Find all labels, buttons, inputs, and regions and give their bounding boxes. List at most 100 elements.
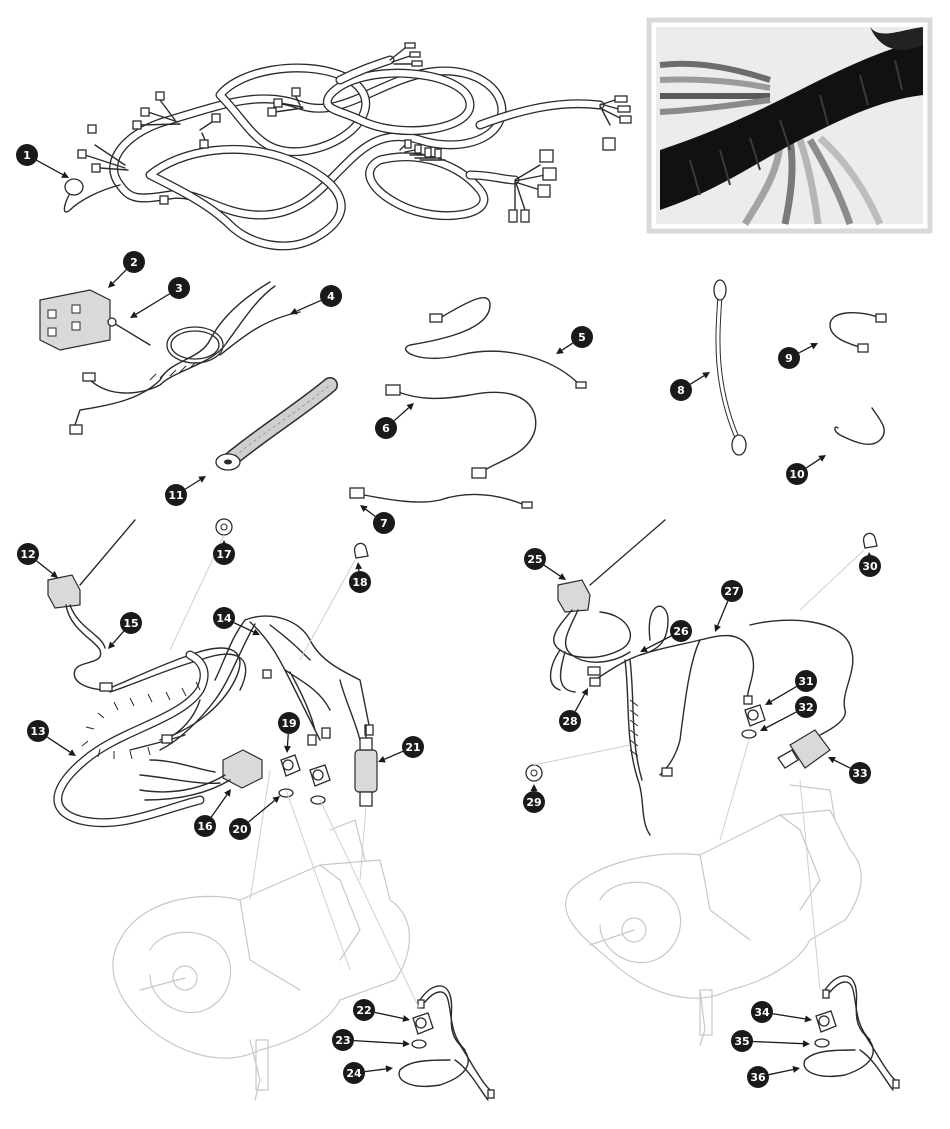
callout-23: 23 — [332, 1029, 410, 1051]
callout-circle — [194, 815, 216, 837]
callout-arrowhead — [130, 311, 138, 318]
callout-circle — [859, 555, 881, 577]
callout-number: 10 — [789, 468, 805, 481]
callout-leader — [717, 600, 729, 626]
callout-leader — [384, 750, 404, 760]
callout-number: 25 — [527, 553, 542, 566]
callout-arrowhead — [818, 455, 826, 462]
callout-number: 31 — [798, 675, 813, 688]
callout-arrowhead — [272, 796, 280, 804]
battery-cable — [713, 279, 747, 456]
callout-number: 7 — [380, 517, 388, 530]
callout-circle — [332, 1029, 354, 1051]
clip-30 — [862, 532, 878, 549]
sub-harness-4 — [69, 281, 301, 435]
lead-6 — [385, 384, 537, 479]
callout-number: 11 — [168, 489, 183, 502]
callout-35: 35 — [731, 1030, 810, 1052]
callout-31: 31 — [765, 670, 817, 705]
callout-arrowhead — [581, 688, 588, 696]
lead-10 — [834, 407, 885, 445]
callout-3: 3 — [130, 277, 190, 318]
callout-circle — [402, 736, 424, 758]
callout-36: 36 — [747, 1066, 800, 1088]
callout-9: 9 — [778, 343, 818, 369]
callout-number: 5 — [578, 331, 586, 344]
callout-leader — [574, 693, 586, 712]
callout-circle — [168, 277, 190, 299]
callout-number: 4 — [327, 290, 335, 303]
callout-number: 3 — [175, 282, 183, 295]
sub-harness-right — [549, 519, 854, 836]
callout-circle — [721, 580, 743, 602]
callout-arrowhead — [714, 624, 721, 632]
callout-number: 9 — [785, 352, 793, 365]
callout-32: 32 — [760, 696, 817, 731]
clip-18 — [353, 542, 369, 559]
callout-circle — [375, 417, 397, 439]
callout-2: 2 — [108, 251, 145, 288]
lead-7 — [349, 487, 533, 509]
callout-leader — [645, 635, 672, 650]
earth-strap — [215, 377, 338, 471]
callout-arrowhead — [355, 562, 363, 570]
callout-34: 34 — [751, 1001, 812, 1023]
callout-leader — [46, 736, 71, 753]
callout-leader — [210, 794, 228, 818]
callout-leader — [805, 458, 821, 469]
callout-circle — [786, 463, 808, 485]
callout-leader — [286, 733, 289, 747]
callout-arrowhead — [61, 171, 69, 178]
callout-arrowhead — [108, 641, 116, 649]
callout-circle — [353, 999, 375, 1021]
callout-33: 33 — [828, 757, 871, 784]
relay-bracket — [39, 289, 111, 351]
callout-19: 19 — [278, 712, 300, 753]
callout-4: 4 — [290, 285, 342, 315]
callout-leader — [365, 508, 376, 517]
washers-20 — [278, 788, 326, 805]
callout-circle — [795, 670, 817, 692]
callout-17: 17 — [213, 540, 235, 565]
callout-leader — [364, 1068, 387, 1073]
callout-leader — [690, 375, 705, 385]
gearbox-left — [112, 819, 411, 1101]
tape-detail-inset — [646, 17, 933, 234]
callout-number: 34 — [754, 1006, 770, 1019]
callout-number: 36 — [750, 1071, 766, 1084]
grommet-29 — [525, 764, 543, 782]
gearbox-right — [564, 784, 862, 1046]
callout-number: 14 — [216, 612, 232, 625]
callout-arrowhead — [556, 347, 564, 354]
callout-number: 6 — [382, 422, 390, 435]
callout-leader — [233, 622, 254, 633]
solenoid-21 — [354, 724, 378, 807]
callout-circle — [27, 720, 49, 742]
callout-leader — [768, 1068, 794, 1076]
callout-circle — [523, 791, 545, 813]
callout-arrowhead — [406, 403, 414, 411]
callout-leader — [296, 299, 322, 312]
callout-arrowhead — [402, 1040, 410, 1048]
callout-22: 22 — [353, 999, 410, 1022]
callout-arrowhead — [283, 745, 291, 753]
harness-24 — [398, 985, 495, 1101]
callout-27: 27 — [714, 580, 743, 632]
callout-13: 13 — [27, 720, 76, 756]
callout-arrowhead — [252, 628, 260, 636]
callout-number: 27 — [724, 585, 739, 598]
callout-14: 14 — [213, 607, 260, 636]
callout-arrowhead — [402, 1015, 410, 1022]
switch-22 — [412, 1012, 434, 1035]
callout-circle — [670, 620, 692, 642]
callout-29: 29 — [523, 784, 545, 813]
callout-number: 30 — [862, 560, 878, 573]
callout-arrowhead — [378, 756, 386, 763]
callout-18: 18 — [349, 562, 371, 593]
callout-21: 21 — [378, 736, 424, 763]
callout-number: 32 — [798, 701, 813, 714]
callout-leader — [353, 1040, 404, 1045]
callout-leader — [135, 293, 170, 315]
callout-20: 20 — [229, 796, 280, 840]
callout-arrowhead — [290, 307, 298, 315]
